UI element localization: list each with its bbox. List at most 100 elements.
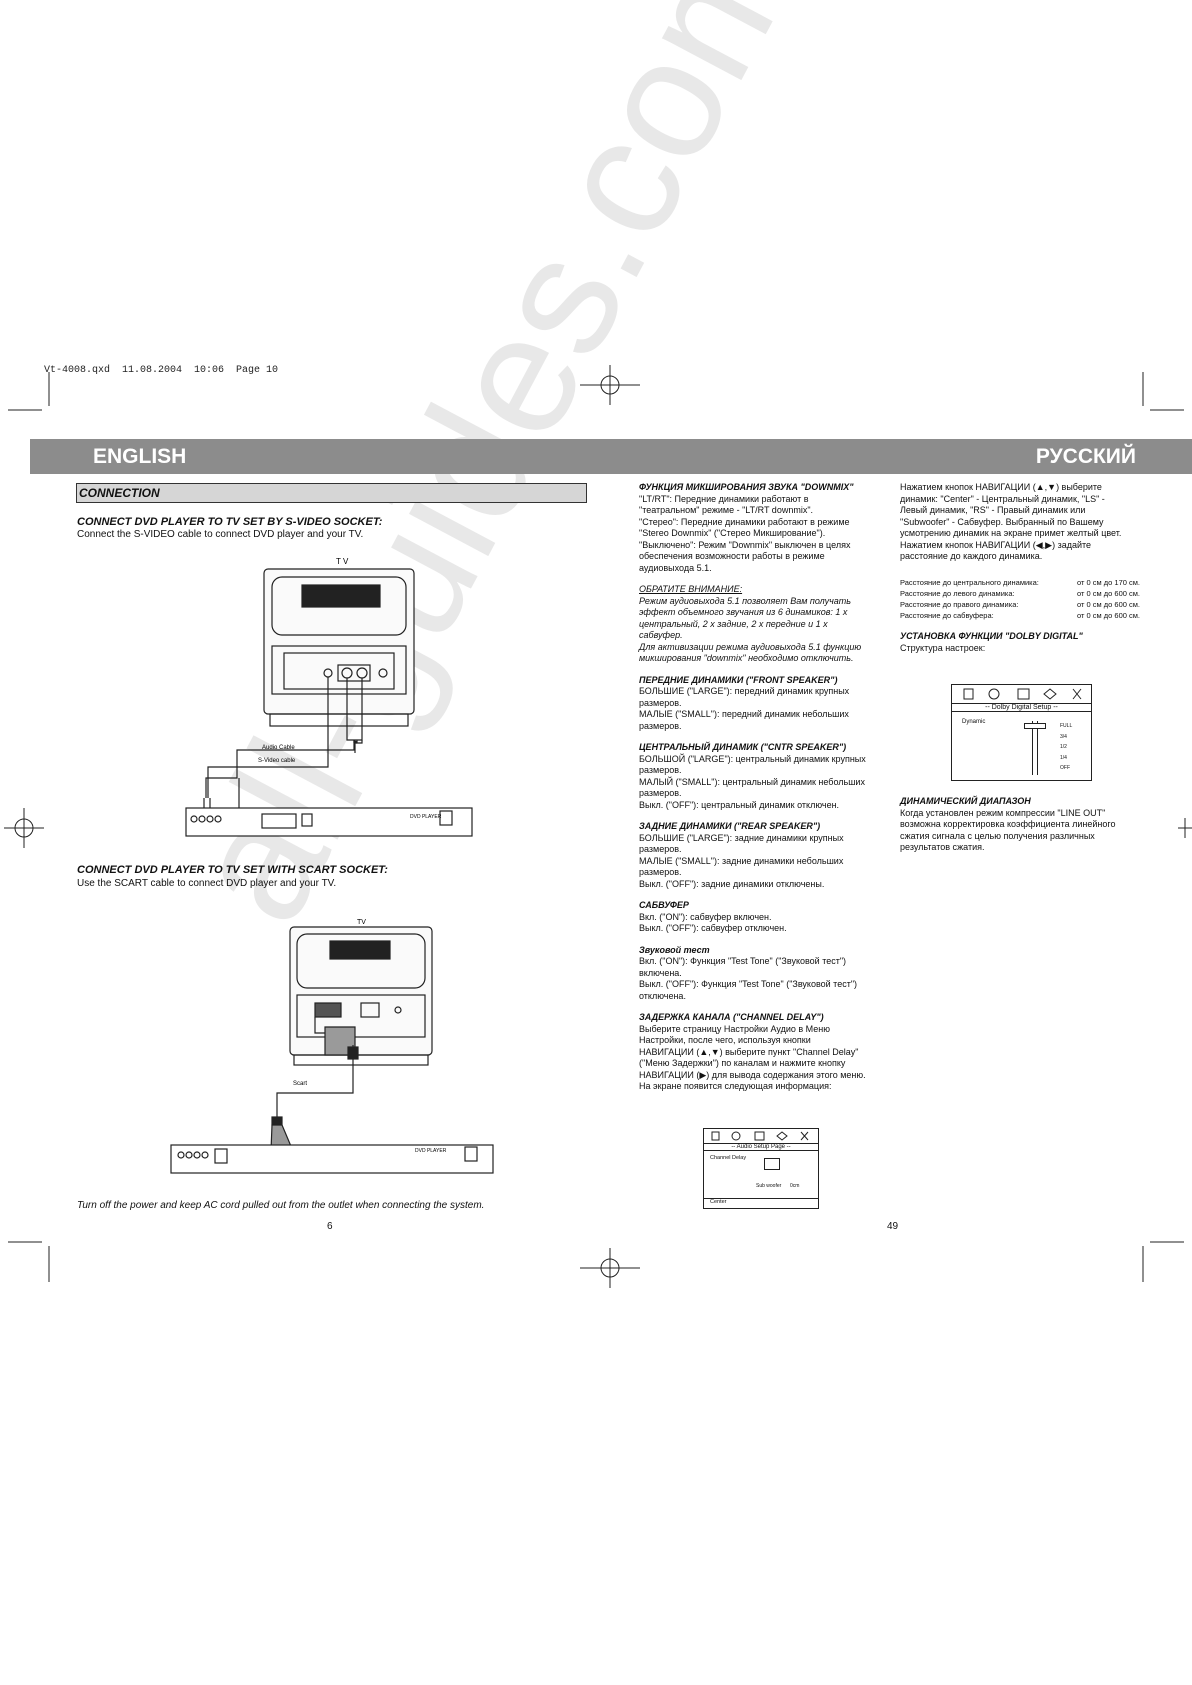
- test-heading: Звуковой тест: [639, 944, 710, 955]
- subwoofer-line: Выкл. ("OFF"): сабвуфер отключен.: [639, 923, 787, 933]
- distance-value: от 0 см до 170 см.: [1077, 578, 1140, 587]
- subwoofer-heading: САБВУФЕР: [639, 900, 689, 910]
- test-line: Вкл. ("ON"): Функция "Test Tone" ("Звуко…: [639, 956, 847, 966]
- range-line: Когда установлен режим компрессии "LINE …: [900, 807, 1106, 818]
- level-label: OFF: [1060, 765, 1070, 771]
- page-number-49: 49: [887, 1221, 899, 1232]
- scart-heading: CONNECT DVD PLAYER TO TV SET WITH SCART …: [77, 864, 388, 876]
- subwoofer-line: Вкл. ("ON"): сабвуфер включен.: [639, 911, 772, 922]
- dolby-setup-menu: -- Dolby Digital Setup -- Dynamic FULL 3…: [951, 684, 1092, 781]
- banner-english: ENGLISH: [93, 445, 187, 468]
- level-label: 3/4: [1060, 733, 1067, 740]
- delay-heading: ЗАДЕРЖКА КАНАЛА ("CHANNEL DELAY"): [639, 1012, 824, 1022]
- test-line: Выкл. ("OFF"): Функция "Test Tone" ("Зву…: [639, 979, 858, 989]
- distance-row: Расстояние до сабвуфера: от 0 см до 600 с…: [900, 610, 1140, 621]
- distance-label: Расстояние до центрального динамика:: [900, 578, 1039, 587]
- audio-menu-value: 0cm: [790, 1183, 800, 1189]
- note-line: Режим аудиовыхода 5.1 позволяет Вам полу…: [639, 595, 852, 606]
- diagram1-audio-label: Audio Cable: [262, 745, 295, 751]
- note-line: микширования "downmix" необходимо отключ…: [639, 653, 854, 663]
- test-line: включена.: [639, 967, 682, 978]
- dynamic-slider: [1032, 721, 1038, 775]
- note-line: Для активизации режима аудиовыхода 5.1 ф…: [639, 641, 862, 652]
- dolby-levels: FULL 3/4 1/2 1/4 OFF: [1060, 721, 1072, 774]
- level-label: FULL: [1060, 723, 1073, 729]
- test-line: отключена.: [639, 990, 686, 1001]
- menu-icons: [963, 688, 1082, 700]
- delay-line: На экране появится следующая информация:: [639, 1081, 832, 1091]
- diagram1-svideo-label: S-Video cable: [258, 758, 296, 764]
- center-line: МАЛЫЙ ("SMALL"): центральный динамик неб…: [639, 776, 865, 787]
- diagram2-tv-label: TV: [357, 919, 366, 926]
- distance-label: Расстояние до сабвуфера:: [900, 611, 994, 620]
- downmix-line: "Стерео": Передние динамики работают в р…: [639, 516, 850, 527]
- scart-text: Use the SCART cable to connect DVD playe…: [77, 878, 337, 889]
- delay-line: Настройки, после чего, используя кнопки: [639, 1035, 811, 1045]
- diagram1-tv-label: T V: [336, 557, 349, 566]
- note-line: центральный, 2 х задние, 2 х передние и …: [639, 618, 828, 629]
- distance-table: Расстояние до центрального динамика: от 0…: [900, 577, 1140, 621]
- file-slug: Vt-4008.qxd 11.08.2004 10:06 Page 10: [44, 365, 279, 376]
- front-line: МАЛЫЕ ("SMALL"): передний динамик неболь…: [639, 709, 849, 719]
- footer-note: Turn off the power and keep AC cord pull…: [77, 1200, 485, 1211]
- rear-line: размеров.: [639, 867, 682, 877]
- banner-russian: РУССКИЙ: [1035, 445, 1136, 468]
- dolby-section: УСТАНОВКА ФУНКЦИИ "DOLBY DIGITAL" Структ…: [900, 631, 1150, 654]
- distance-row: Расстояние до левого динамика:от 0 см до…: [900, 588, 1140, 599]
- dolby-heading: УСТАНОВКА ФУНКЦИИ "DOLBY DIGITAL": [900, 631, 1083, 641]
- downmix-line: "театральном" режиме - "LT/RT downmix".: [639, 505, 814, 515]
- speaker-graphic-icon: [764, 1158, 780, 1170]
- range-line: сжатия сигнала с целью получения различн…: [900, 830, 1095, 841]
- russian-column-1: ФУНКЦИЯ МИКШИРОВАНИЯ ЗВУКА "DOWNMIX" "LT…: [639, 482, 889, 1093]
- distance-row: Расстояние до центрального динамика: от 0…: [900, 577, 1140, 588]
- intro-line: усмотрению динамик на экране примет желт…: [900, 528, 1122, 538]
- distance-label: Расстояние до левого динамика:: [900, 589, 1015, 598]
- downmix-heading: ФУНКЦИЯ МИКШИРОВАНИЯ ЗВУКА "DOWNMIX": [639, 482, 854, 492]
- downmix-line: "Выключено": Режим "Downmix" выключен в …: [639, 539, 851, 550]
- distance-value: от 0 см до 600 см.: [1077, 611, 1140, 620]
- svideo-heading: CONNECT DVD PLAYER TO TV SET BY S-VIDEO …: [77, 516, 383, 528]
- range-line: результатов сжатия.: [900, 842, 985, 852]
- intro-line: Левый динамик, "RS" - Правый динамик или: [900, 505, 1086, 515]
- intro-line: расстояние до каждого динамика.: [900, 551, 1043, 561]
- audio-menu-title: -- Audio Setup Page --: [731, 1144, 791, 1150]
- audio-menu-footer: Center: [710, 1199, 727, 1205]
- slider-handle: [1024, 723, 1046, 729]
- distance-row: Расстояние до правого динамика: от 0 см д…: [900, 599, 1140, 610]
- section-title: CONNECTION: [76, 483, 587, 503]
- downmix-line: обеспечения возможности работы в режиме: [639, 551, 825, 561]
- level-label: 1/4: [1060, 754, 1067, 761]
- svideo-text: Connect the S-VIDEO cable to connect DVD…: [77, 529, 364, 540]
- audio-menu-sub: Sub woofer: [756, 1183, 782, 1189]
- note-line: сабвуфер.: [639, 630, 683, 640]
- downmix-line: "LT/RT": Передние динамики работают в: [639, 493, 809, 504]
- language-banner: ENGLISH РУССКИЙ: [30, 439, 1192, 474]
- range-section: ДИНАМИЧЕСКИЙ ДИАПАЗОН Когда установлен р…: [900, 796, 1150, 854]
- diagram1-player-label: DVD PLAYER: [410, 814, 442, 820]
- front-line: размеров.: [639, 720, 682, 731]
- level-label: 1/2: [1060, 744, 1067, 750]
- distance-value: от 0 см до 600 см.: [1077, 600, 1140, 609]
- rear-line: БОЛЬШИЕ ("LARGE"): задние динамики крупн…: [639, 832, 844, 843]
- front-line: БОЛЬШИЕ ("LARGE"): передний динамик круп…: [639, 686, 850, 696]
- page-number-6: 6: [327, 1221, 333, 1232]
- audio-menu-item: Channel Delay: [710, 1155, 747, 1161]
- svideo-connection-diagram: T V S-Video cable Audio Cable DVD PLAYER: [185, 557, 473, 837]
- dolby-menu-item: Dynamic: [962, 719, 986, 725]
- diagram2-player-label: DVD PLAYER: [415, 1148, 447, 1154]
- intro-line: Нажатием кнопок НАВИГАЦИИ (◀,▶) задайте: [900, 539, 1092, 550]
- downmix-line: аудиовыхода 5.1.: [639, 562, 712, 573]
- range-line: возможна корректировка коэффициента лине…: [900, 819, 1116, 829]
- dolby-text: Структура настроек:: [900, 642, 986, 653]
- delay-line: НАВИГАЦИИ (▲,▼) выберите пункт "Channel …: [639, 1046, 859, 1057]
- distance-label: Расстояние до правого динамика:: [900, 600, 1019, 609]
- center-line: размеров.: [639, 765, 682, 775]
- menu-icons: [711, 1131, 809, 1141]
- diagram2-scart-label: Scart: [293, 1081, 307, 1087]
- rear-heading: ЗАДНИЕ ДИНАМИКИ ("REAR SPEAKER"): [639, 821, 821, 831]
- downmix-line: "Stereo Downmix" ("Стерео Микширование")…: [639, 528, 826, 538]
- center-line: БОЛЬШОЙ ("LARGE"): центральный динамик к…: [639, 753, 866, 764]
- delay-line: Выберите страницу Настройки Аудио в Меню: [639, 1023, 830, 1034]
- audio-setup-menu: -- Audio Setup Page -- Channel Delay Sub…: [703, 1128, 819, 1209]
